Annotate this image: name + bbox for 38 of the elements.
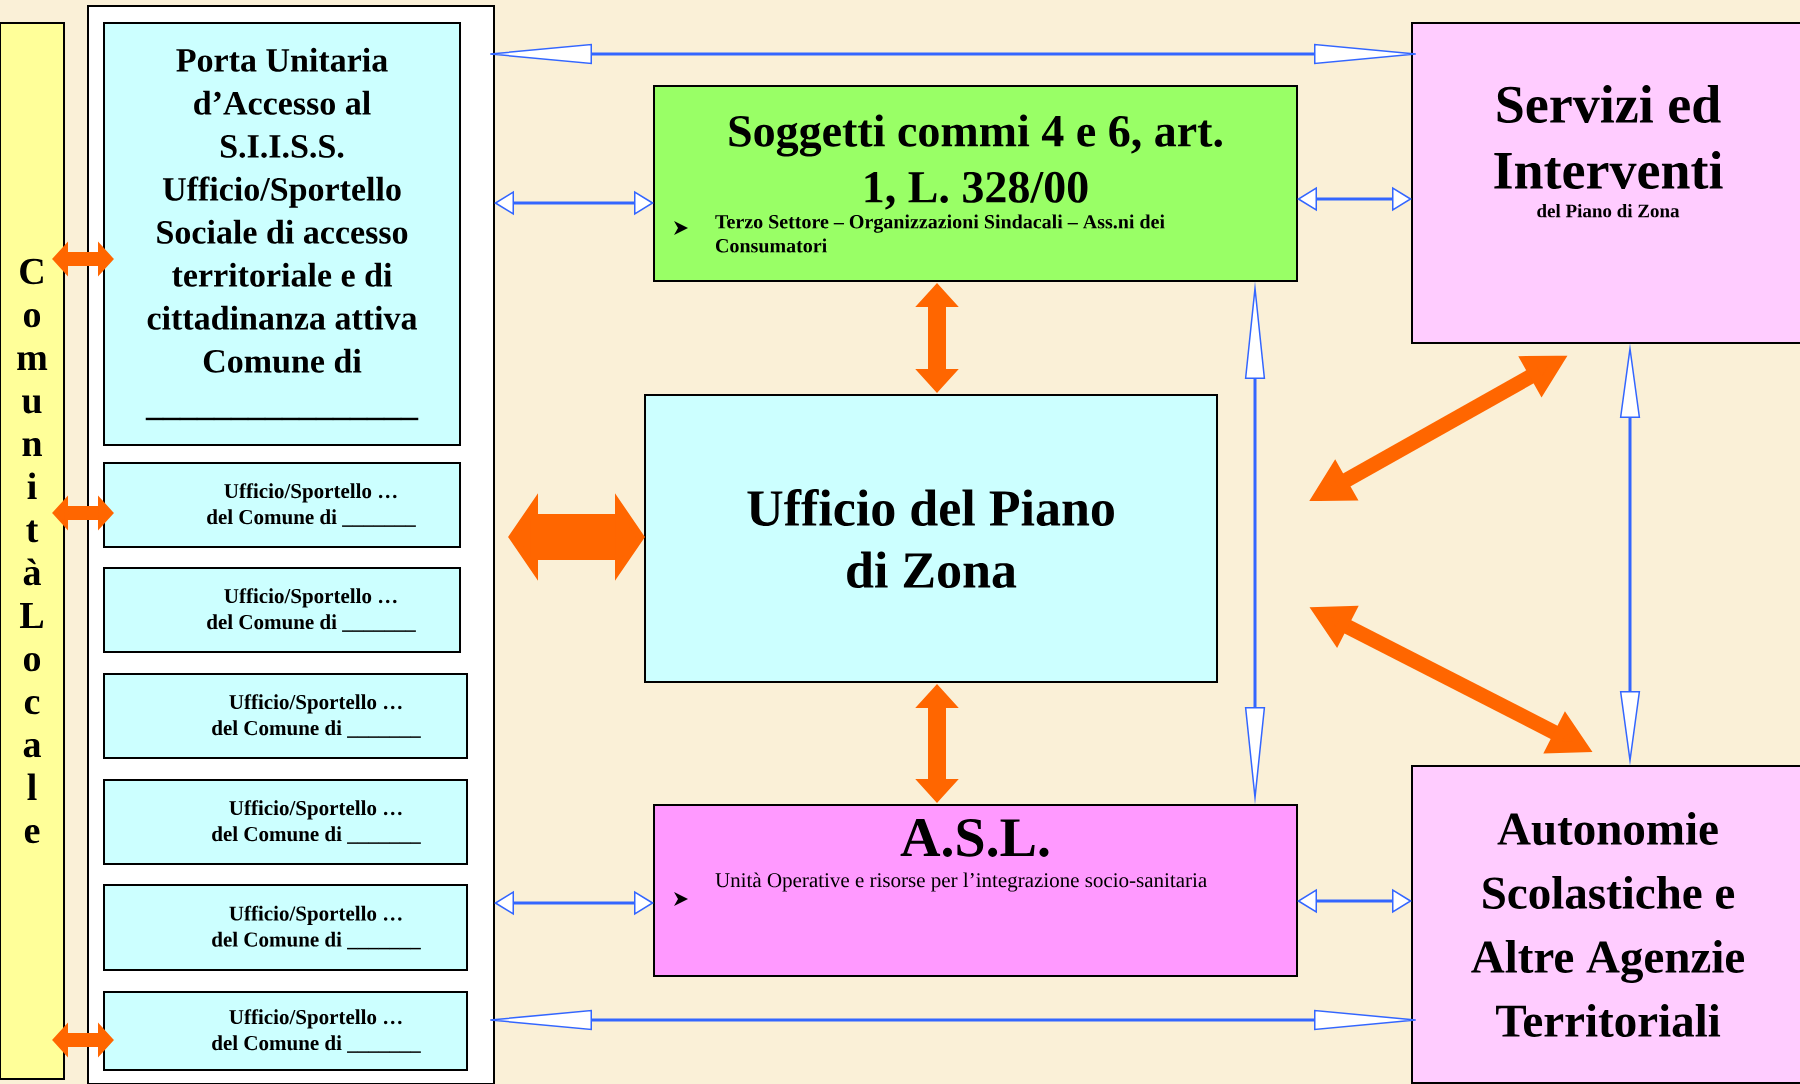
box-title: A.S.L. xyxy=(900,819,1049,857)
box-text: del Piano di Zona xyxy=(1537,204,1680,218)
box-title: Ufficio del Piano di Zona xyxy=(747,488,1114,589)
double-arrow xyxy=(52,495,114,531)
box-text: Terzo Settore – Organizzazioni Sindacali – Ass.ni dei Consumatori xyxy=(715,214,1165,253)
office-box xyxy=(103,779,468,865)
box-text: Porta Unitaria d’Accesso al S.I.I.S.S. Ufficio/Sportello Sociale di accesso territoriale e di cittadinanza attiva Comune di ________________ xyxy=(145,47,419,421)
double-arrow xyxy=(494,890,654,916)
process-box xyxy=(1411,765,1800,1084)
process-box xyxy=(644,394,1218,683)
double-arrow xyxy=(1297,186,1412,212)
box-text: Ufficio/Sportello … del Comune di _______ xyxy=(207,588,416,632)
process-box xyxy=(653,804,1298,977)
box-text: Ufficio/Sportello … del Comune di _______ xyxy=(212,800,421,844)
double-arrow xyxy=(494,190,654,216)
box-text: Ufficio/Sportello … del Comune di _______ xyxy=(212,694,421,738)
double-arrow xyxy=(489,1009,1417,1031)
double-arrow xyxy=(489,43,1417,65)
process-box xyxy=(653,85,1298,282)
box-title: Servizi ed Interventi xyxy=(1494,85,1723,189)
process-box xyxy=(1411,22,1800,344)
side-band: Comunità Locale xyxy=(0,22,65,1080)
box-title: Autonomie Scolastiche e Altre Agenzie Territoriali xyxy=(1471,811,1744,1038)
double-arrow xyxy=(52,1022,114,1058)
office-box xyxy=(103,567,461,653)
office-box xyxy=(103,22,461,446)
double-arrow xyxy=(1297,888,1412,914)
office-box xyxy=(103,462,461,548)
box-text: Ufficio/Sportello … del Comune di _______ xyxy=(207,483,416,527)
office-box xyxy=(103,991,468,1071)
box-title: Soggetti commi 4 e 6, art. 1, L. 328/00 xyxy=(729,114,1222,210)
box-text: Unità Operative e risorse per l’integrazione socio-sanitaria xyxy=(715,872,1207,892)
double-arrow xyxy=(508,493,645,581)
office-box xyxy=(103,673,468,759)
box-text: Ufficio/Sportello … del Comune di _______ xyxy=(212,1009,421,1053)
box-text: Ufficio/Sportello … del Comune di _______ xyxy=(212,905,421,950)
double-arrow xyxy=(52,241,114,277)
office-box xyxy=(103,884,468,971)
